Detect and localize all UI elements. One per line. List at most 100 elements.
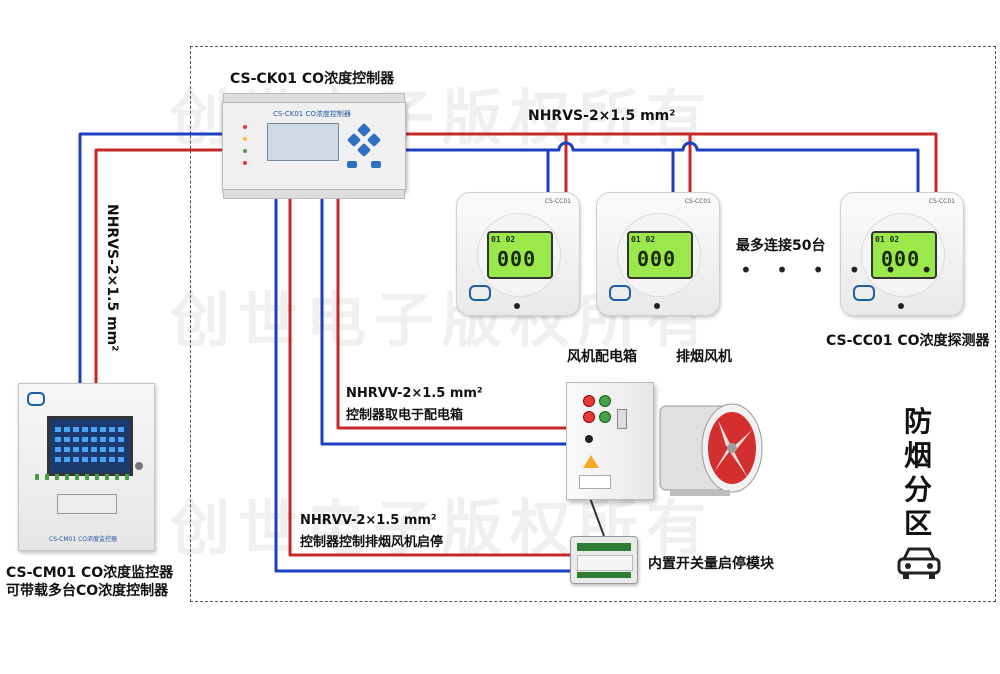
lcd-main-readout: 000 <box>497 247 537 271</box>
led-icon <box>654 303 660 309</box>
monitor-cell <box>82 447 88 452</box>
co-detector: CS-CC01 01 02 000 <box>456 192 580 316</box>
monitor-cell <box>109 437 115 442</box>
detector-model: CS-CC01 <box>928 198 955 205</box>
co-detector: CS-CC01 01 02 000 <box>840 192 964 316</box>
monitor-cable-label: NHRVS-2×1.5 mm² <box>104 204 120 352</box>
monitor-wire-blue <box>78 132 222 383</box>
fan-distribution-box <box>566 382 654 500</box>
monitor-cell <box>109 457 115 462</box>
enter-key <box>371 161 381 168</box>
fan-icon <box>659 403 763 496</box>
fan-cable-desc: 控制器控制排烟风机启停 <box>300 535 444 550</box>
detector-lcd: 01 02 000 <box>487 231 553 279</box>
fan-wire-red <box>288 198 570 557</box>
monitor-cell <box>73 457 79 462</box>
monitor-cell <box>91 457 97 462</box>
detector-lcd: 01 02 000 <box>627 231 693 279</box>
brand-logo-icon <box>853 285 875 301</box>
monitor-cell <box>73 437 79 442</box>
detector-model: CS-CC01 <box>544 198 571 205</box>
module-link <box>589 497 605 537</box>
monitor-cell <box>64 427 70 432</box>
green-button-icon <box>599 395 611 407</box>
monitor-cell <box>73 447 79 452</box>
monitor-panel-title: CS-CM01 CO浓度监控器 <box>49 536 117 543</box>
lcd-top-readout: 01 02 <box>491 235 516 244</box>
red-button-icon <box>583 395 595 407</box>
monitor-cell <box>118 437 124 442</box>
fan-box-label: 风机配电箱 <box>567 349 637 365</box>
monitor-cell <box>55 427 61 432</box>
lcd-main-readout: 000 <box>881 247 921 271</box>
monitor-cell <box>109 447 115 452</box>
lcd-top-readout: 01 02 <box>631 235 656 244</box>
monitor-cell <box>100 447 106 452</box>
monitor-cell <box>64 437 70 442</box>
controller-panel-title: CS-CK01 CO浓度控制器 <box>273 110 351 118</box>
green-button-icon <box>599 411 611 423</box>
meter-icon <box>617 409 627 429</box>
bus-wire-blue <box>404 141 920 192</box>
detector-lcd: 01 02 000 <box>871 231 937 279</box>
fan-wire-blue <box>274 198 570 573</box>
led-icon <box>514 303 520 309</box>
co-controller: CS-CK01 CO浓度控制器 <box>222 93 406 199</box>
zone-title-char: 防 <box>903 405 932 438</box>
monitor-cell <box>91 447 97 452</box>
monitor-cell <box>100 437 106 442</box>
monitor-cell <box>82 437 88 442</box>
monitor-label: CS-CM01 CO浓度监控器 <box>6 565 174 581</box>
fan-cable-label: NHRVV-2×1.5 mm² <box>300 513 437 528</box>
monitor-cell <box>118 447 124 452</box>
monitor-cell <box>64 447 70 452</box>
monitor-desc: 可带载多台CO浓度控制器 <box>6 583 169 599</box>
co-detector: CS-CC01 01 02 000 <box>596 192 720 316</box>
zone-title-char: 区 <box>903 507 932 540</box>
monitor-cell <box>118 457 124 462</box>
warning-icon <box>583 455 599 468</box>
monitor-cell <box>82 427 88 432</box>
controller-label: CS-CK01 CO浓度控制器 <box>230 71 395 87</box>
status-led <box>243 125 247 129</box>
monitor-cell <box>55 447 61 452</box>
monitor-wire-red <box>94 148 222 383</box>
key-lock-icon <box>135 462 143 470</box>
lcd-top-readout: 01 02 <box>875 235 900 244</box>
car-icon <box>897 547 941 579</box>
module-label: 内置开关量启停模块 <box>648 556 774 572</box>
indicator-row <box>35 474 135 480</box>
arrow-down-key <box>356 142 372 158</box>
monitor-cell <box>118 427 124 432</box>
selector-knob-icon <box>585 435 593 443</box>
co-monitor: CS-CM01 CO浓度监控器 <box>18 383 155 551</box>
bus-cable-label: NHRVS-2×1.5 mm² <box>528 108 676 124</box>
zone-title-char: 烟 <box>903 439 932 472</box>
lcd-main-readout: 000 <box>637 247 677 271</box>
monitor-cell <box>73 427 79 432</box>
monitor-cell <box>55 437 61 442</box>
zone-title-char: 分 <box>903 473 932 506</box>
detector-label: CS-CC01 CO浓度探测器 <box>826 333 990 349</box>
monitor-cell <box>91 437 97 442</box>
controller-screen <box>267 123 339 161</box>
smoke-zone-boundary <box>190 46 996 602</box>
power-wire-blue <box>320 198 566 446</box>
arrow-up-key <box>356 122 372 138</box>
status-led <box>243 161 247 165</box>
brand-logo-icon <box>609 285 631 301</box>
monitor-cell <box>91 427 97 432</box>
max-connection-label: 最多连接50台 <box>736 238 826 254</box>
monitor-screen <box>47 416 133 476</box>
monitor-cell <box>64 457 70 462</box>
ellipsis-dots: • • • • • • <box>740 258 942 282</box>
monitor-cell <box>82 457 88 462</box>
power-cable-desc: 控制器取电于配电箱 <box>346 408 464 423</box>
monitor-cell <box>55 457 61 462</box>
bus-wire-red <box>404 132 938 192</box>
exhaust-fan-label: 排烟风机 <box>676 349 732 365</box>
red-button-icon <box>583 411 595 423</box>
brand-logo-icon <box>27 392 45 406</box>
brand-logo-icon <box>469 285 491 301</box>
